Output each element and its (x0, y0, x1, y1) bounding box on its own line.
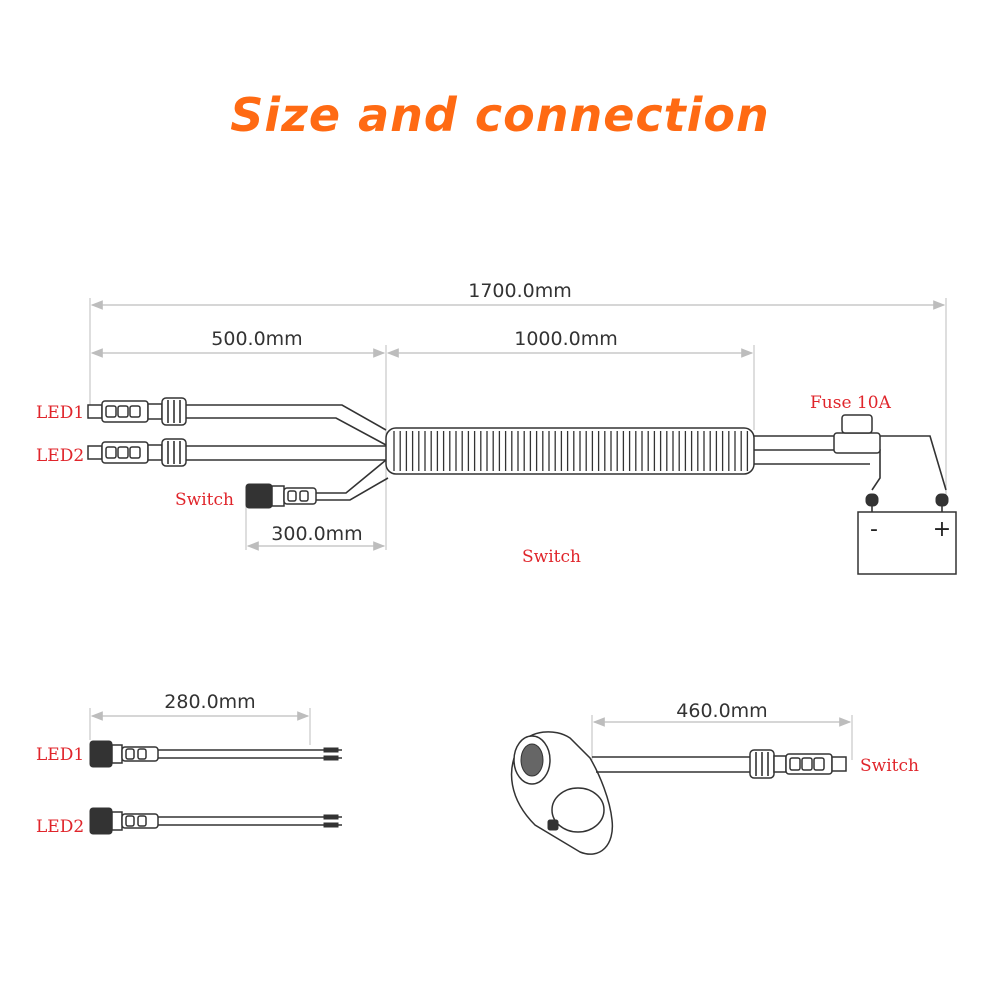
dimension-main-label: 1000.0mm (514, 328, 618, 350)
dimension-branch-label: 500.0mm (211, 328, 302, 350)
dimension-total-label: 1700.0mm (468, 280, 572, 302)
dimension-branch: 500.0mm (90, 328, 387, 550)
dimension-switch-cable: 460.0mm (591, 700, 853, 760)
dimension-switch-branch: 300.0mm (245, 505, 386, 551)
battery-minus-label: - (870, 517, 878, 542)
label-led1: LED1 (36, 403, 84, 423)
label-switch-right: Switch (860, 756, 919, 776)
dimension-led-cable-label: 280.0mm (164, 691, 255, 713)
dimension-led-cable: 280.0mm (89, 691, 311, 745)
battery-plus-label: + (933, 517, 951, 542)
dimension-switch-cable-label: 460.0mm (676, 700, 767, 722)
corrugated-conduit (385, 427, 755, 475)
dimension-total: 1700.0mm (89, 280, 947, 495)
battery: - + (857, 493, 957, 575)
dimension-main: 1000.0mm (386, 328, 755, 430)
led2-connector (87, 438, 187, 467)
label-switch: Switch (175, 490, 234, 510)
harness-wires (186, 404, 947, 501)
switch-cable (592, 749, 847, 779)
label-fuse: Fuse 10A (810, 393, 892, 413)
dimension-switch-branch-label: 300.0mm (271, 523, 362, 545)
handlebar-switch (510, 731, 614, 855)
label-led2: LED2 (36, 446, 84, 466)
label-led2-bottom: LED2 (36, 817, 84, 837)
label-switch-center: Switch (522, 547, 581, 567)
led2-cable (89, 807, 342, 835)
led1-cable (89, 740, 342, 768)
led1-connector (87, 397, 187, 426)
fuse-holder (833, 414, 881, 454)
switch-connector (245, 483, 317, 509)
label-led1-bottom: LED1 (36, 745, 84, 765)
page-title: Size and connection (230, 88, 770, 142)
